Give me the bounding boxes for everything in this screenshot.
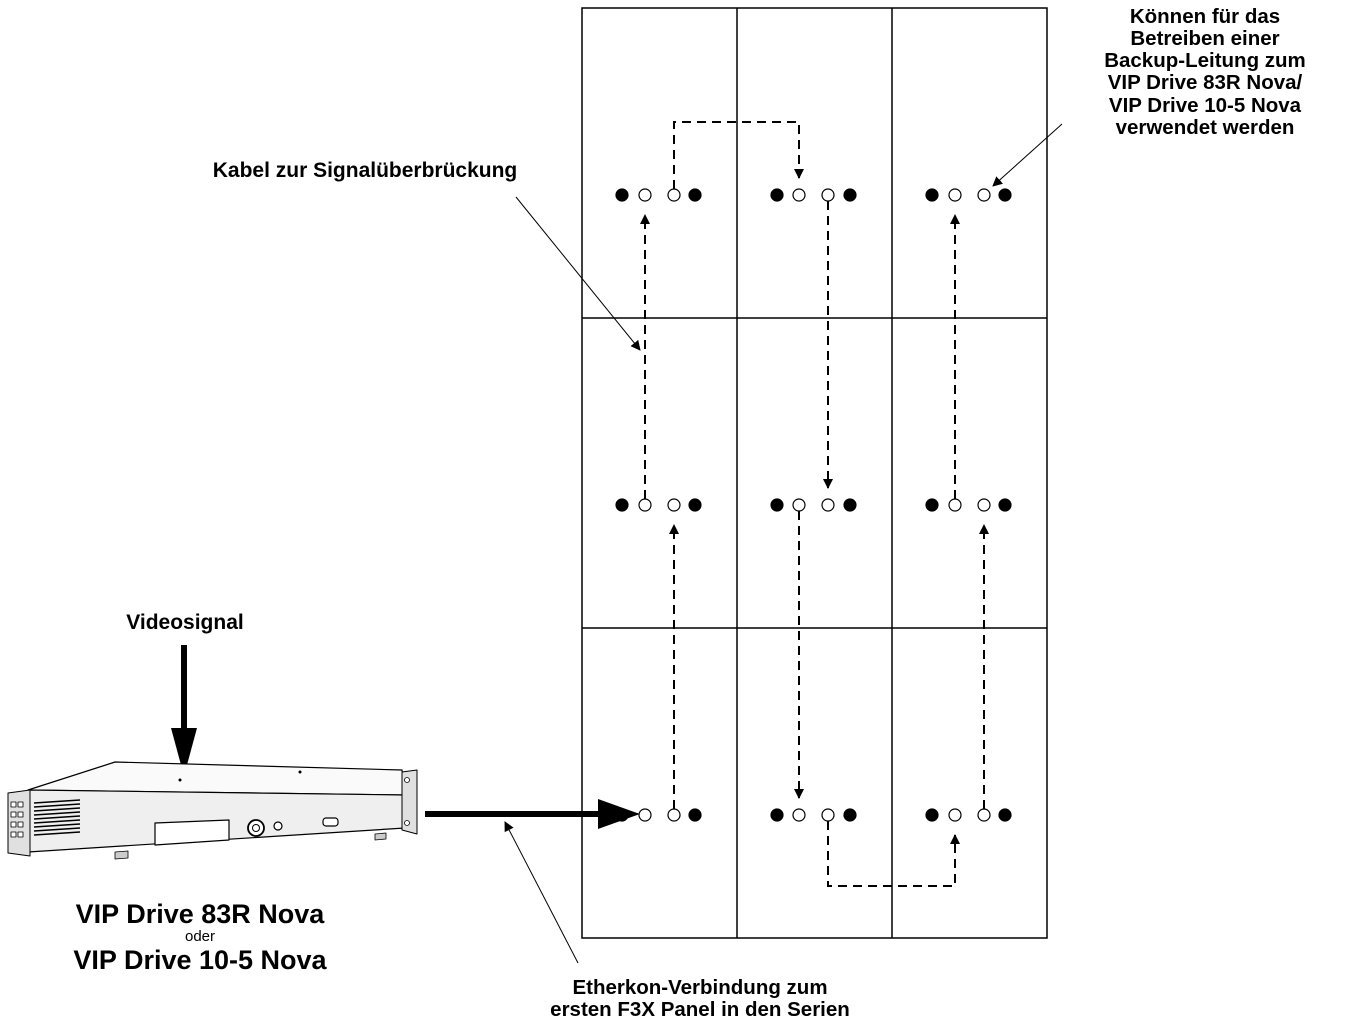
mount-dot: [615, 188, 629, 202]
vent-grille: [33, 799, 81, 836]
data-port: [792, 498, 806, 512]
backup-note-line: Können für das: [1129, 5, 1281, 28]
front-button: [273, 821, 283, 831]
mount-dot: [843, 188, 857, 202]
etherkon-label: Etherkon-Verbindung zum ersten F3X Panel…: [450, 976, 950, 1022]
video-signal-label: Videosignal: [126, 611, 244, 634]
mount-dot: [925, 188, 939, 202]
jumper-cables: [640, 121, 989, 887]
backup-port: [977, 188, 991, 202]
mount-dot: [770, 498, 784, 512]
video-signal-arrow: [171, 645, 197, 776]
backup-note-line: VIP Drive 10-5 Nova: [1108, 93, 1302, 117]
data-port: [792, 808, 806, 822]
signal-cable-label: Kabel zur Signalüberbrückung: [212, 159, 518, 182]
data-port: [977, 808, 991, 822]
front-port: [322, 817, 339, 827]
data-port: [667, 808, 681, 822]
mount-dot: [843, 808, 857, 822]
mount-dot: [615, 498, 629, 512]
right-rack-ear: [401, 769, 418, 835]
mount-dot: [770, 188, 784, 202]
etherkon-callout-leader: [504, 821, 579, 964]
backup-note-label: Können für das Betreiben einer Backup-Le…: [1050, 5, 1360, 139]
data-port: [638, 188, 652, 202]
mount-dot: [925, 808, 939, 822]
cable-callout-leader: [515, 196, 641, 351]
device-alt-name: VIP Drive 10-5 Nova: [73, 944, 327, 975]
data-port: [667, 188, 681, 202]
mount-dot: [925, 498, 939, 512]
backup-note-line: VIP Drive 83R Nova/: [1107, 71, 1303, 95]
side-jacks: [10, 801, 24, 838]
mount-dot: [843, 498, 857, 512]
etherkon-line: Etherkon-Verbindung zum: [572, 976, 828, 999]
data-port: [948, 188, 962, 202]
data-port: [792, 188, 806, 202]
jumper-col2-to-col3-bottom: [827, 821, 960, 887]
data-port: [821, 188, 835, 202]
panel-wall: [581, 7, 1048, 939]
data-port: [948, 808, 962, 822]
backup-note-line: Betreiben einer: [1130, 27, 1280, 51]
device-primary-name: VIP Drive 83R Nova: [75, 899, 325, 929]
data-port: [638, 498, 652, 512]
mount-dot: [688, 498, 702, 512]
data-port: [977, 498, 991, 512]
data-port: [948, 498, 962, 512]
backup-note-line: Backup-Leitung zum: [1104, 49, 1306, 73]
etherkon-connection: [425, 799, 640, 829]
mount-dot: [998, 498, 1012, 512]
data-port: [821, 498, 835, 512]
callout-leaders: [504, 123, 1063, 964]
mount-dot: [998, 808, 1012, 822]
mount-dot: [770, 808, 784, 822]
device-or-label: oder: [184, 928, 216, 946]
backup-note-line: verwendet werden: [1115, 115, 1295, 139]
mount-dot: [688, 188, 702, 202]
jumper-col1-to-col2-top: [673, 121, 804, 189]
data-port: [667, 498, 681, 512]
backup-callout-leader: [992, 123, 1063, 187]
vip-drive-device: [7, 761, 418, 860]
mount-dot: [688, 808, 702, 822]
data-port: [821, 808, 835, 822]
data-port: [638, 808, 652, 822]
device-top: [27, 761, 406, 796]
device-label: VIP Drive 83R Nova oder VIP Drive 10-5 N…: [20, 899, 380, 975]
front-display: [154, 819, 230, 846]
panel-wall-frame: [581, 7, 1048, 939]
panel-connectors: [615, 188, 1012, 822]
etherkon-line: ersten F3X Panel in den Serien: [550, 998, 850, 1022]
mount-dot: [998, 188, 1012, 202]
